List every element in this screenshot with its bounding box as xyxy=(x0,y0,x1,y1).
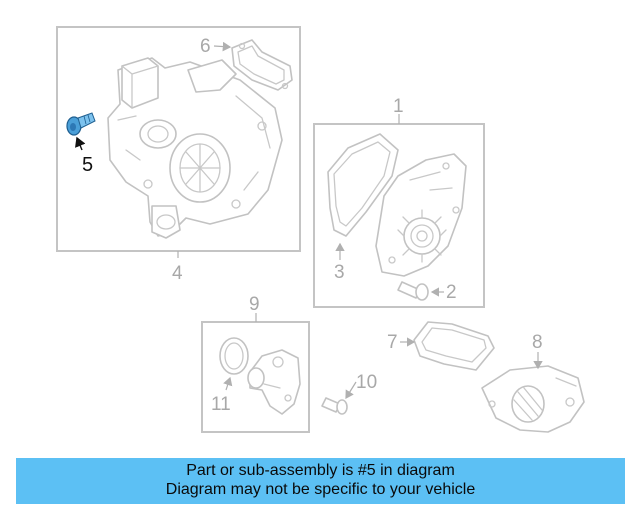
info-banner: Part or sub-assembly is #5 in diagram Di… xyxy=(16,458,625,504)
part-10-bolt-art xyxy=(321,397,348,415)
callout-1: 1 xyxy=(393,96,404,117)
pump-body-art xyxy=(375,153,467,277)
part-3-gasket-art xyxy=(327,133,399,237)
callout-10: 10 xyxy=(356,372,377,393)
part-11-o-ring-art xyxy=(219,337,249,375)
callout-6: 6 xyxy=(200,36,211,57)
part-8-cover-art xyxy=(481,365,585,433)
callout-7: 7 xyxy=(387,332,398,353)
callout-5: 5 xyxy=(82,154,93,176)
part-7-gasket-art xyxy=(413,321,495,371)
callout-11: 11 xyxy=(211,394,231,415)
callout-8: 8 xyxy=(532,332,543,353)
callout-4: 4 xyxy=(172,263,183,284)
part-5-bolt-highlighted xyxy=(66,112,96,136)
banner-line-2: Diagram may not be specific to your vehi… xyxy=(165,481,476,498)
part-2-bolt-art xyxy=(397,281,429,301)
callout-5-leader xyxy=(75,136,86,151)
thermostat-housing-art xyxy=(247,349,301,415)
housing-assembly-art xyxy=(107,57,283,239)
callout-2: 2 xyxy=(446,282,457,303)
banner-line-1: Part or sub-assembly is #5 in diagram xyxy=(186,462,455,479)
callout-3: 3 xyxy=(334,262,345,283)
callout-9: 9 xyxy=(249,294,260,315)
part-6-gasket-art xyxy=(231,39,293,91)
